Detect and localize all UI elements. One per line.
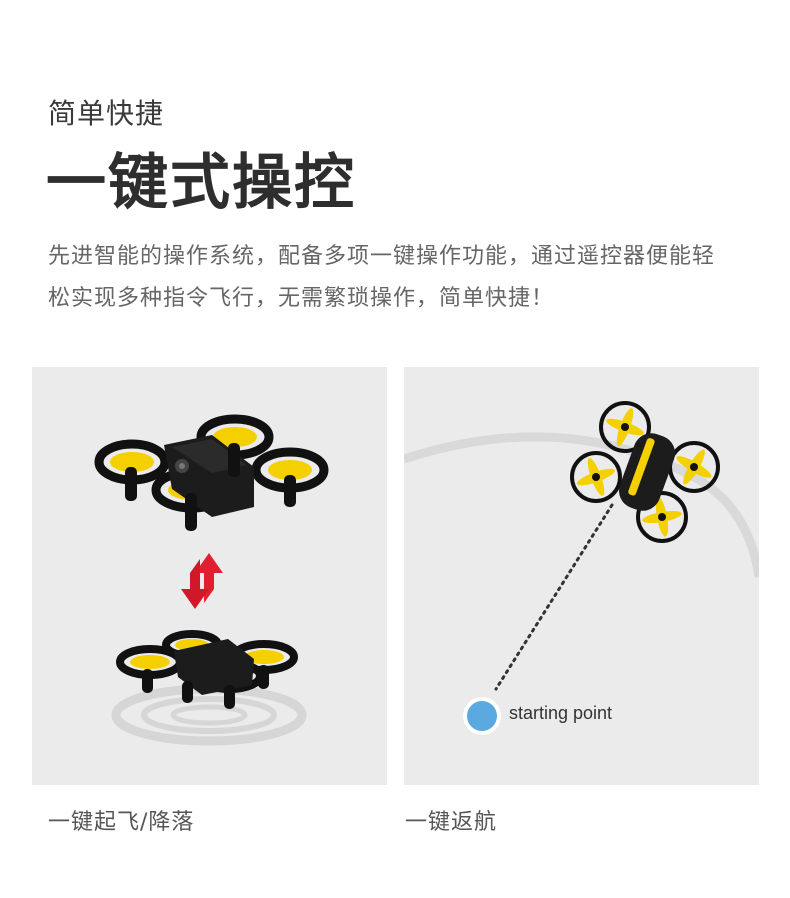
landing-pad-graphic [111, 684, 307, 746]
feature-title: 一键式操控 [46, 148, 356, 218]
up-down-arrows-icon [181, 553, 223, 609]
takeoff-landing-illustration [94, 414, 329, 746]
return-home-illustration [404, 401, 759, 735]
feature-description: 先进智能的操作系统，配备多项一键操作功能，通过遥控器便能轻 松实现多种指令飞行，… [48, 236, 748, 320]
starting-point-dot [467, 701, 497, 731]
description-line-1: 先进智能的操作系统，配备多项一键操作功能，通过遥控器便能轻 [48, 244, 716, 269]
landed-drone-image [116, 630, 298, 709]
return-home-panel: starting point [404, 367, 759, 785]
return-path-line [494, 503, 614, 691]
returning-drone-image [570, 401, 720, 543]
description-line-2: 松实现多种指令飞行，无需繁琐操作，简单快捷！ [48, 286, 555, 311]
takeoff-landing-panel [32, 367, 387, 785]
hovering-drone-image [94, 414, 329, 531]
return-home-caption: 一键返航 [405, 810, 498, 835]
feature-subtitle: 简单快捷 [48, 97, 165, 130]
starting-point-label: starting point [509, 703, 613, 723]
takeoff-landing-caption: 一键起飞/降落 [48, 810, 195, 835]
